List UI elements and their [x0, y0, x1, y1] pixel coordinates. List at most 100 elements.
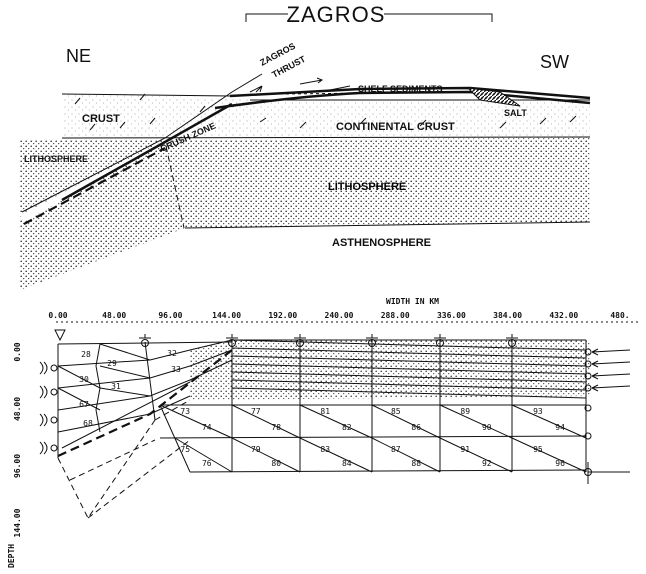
cross-section: ZAGROS NE SW ZAGROS THRUST SHELF SEDIMEN…: [20, 2, 590, 290]
element-number: 87: [391, 445, 401, 454]
roller-base-icon: [434, 334, 446, 338]
side-spring-icon: [40, 442, 47, 454]
right-support-line: [588, 462, 630, 484]
load-arrow-icon: [592, 349, 630, 355]
element-number: 89: [460, 407, 470, 416]
y-axis-title: DEPTH: [7, 544, 16, 568]
element-number: 85: [391, 407, 401, 416]
zagros-title: ZAGROS: [287, 2, 386, 27]
mesh-line: [232, 438, 300, 472]
load-arrow-icon: [592, 373, 630, 379]
element-number: 31: [111, 382, 121, 391]
element-number: 92: [482, 459, 492, 468]
element-number: 33: [171, 365, 181, 374]
fem-model: WIDTH IN KM 0.00 48.00 96.00 144.00 192.00 24…: [7, 297, 640, 568]
x-tick-label: 144.00: [212, 311, 241, 320]
x-tick-label: 240.00: [325, 311, 354, 320]
x-tick-label: 432.00: [549, 311, 578, 320]
roller-base-icon: [294, 334, 306, 338]
x-tick-label: 0.00: [48, 311, 67, 320]
y-tick-label: 48.00: [13, 397, 22, 421]
element-number: 90: [482, 423, 492, 432]
label-crust: CRUST: [82, 113, 120, 125]
direction-ne: NE: [66, 46, 91, 66]
side-roller-icon: [51, 417, 57, 423]
label-salt: SALT: [504, 108, 527, 118]
y-axis-ticks: 0.00 48.00 96.00 144.00: [13, 342, 22, 537]
x-tick-label: 288.00: [381, 311, 410, 320]
x-tick-label: 336.00: [437, 311, 466, 320]
element-number: 93: [533, 407, 543, 416]
side-spring-icon: [40, 362, 47, 374]
x-axis-title: WIDTH IN KM: [386, 297, 439, 306]
element-number: 67: [79, 400, 89, 409]
element-number: 81: [320, 407, 330, 416]
label-lithosphere-right: LITHOSPHERE: [328, 181, 406, 193]
roller-base-icon: [226, 334, 238, 338]
mesh-line: [160, 436, 586, 438]
slab-dashed-lines: [58, 400, 190, 518]
mesh-line: [100, 344, 150, 360]
mesh-line: [100, 388, 150, 396]
element-number: 86: [411, 423, 421, 432]
x-axis-ticks: 0.00 48.00 96.00 144.00 192.00 240.00 288.00 33…: [48, 311, 629, 320]
element-number: 78: [271, 423, 281, 432]
x-tick-label: 48.00: [102, 311, 126, 320]
label-continental-crust: CONTINENTAL CRUST: [336, 121, 455, 133]
label-shelf-sediments: SHELF SEDIMENTS: [358, 84, 443, 94]
mesh-line: [300, 438, 372, 472]
element-number: 96: [555, 459, 565, 468]
side-roller-icon: [51, 445, 57, 451]
element-number: 91: [460, 445, 470, 454]
roller-base-icon: [366, 334, 378, 338]
label-lithosphere-left: LITHOSPHERE: [24, 154, 88, 164]
mesh-line: [300, 405, 372, 438]
element-number: 73: [180, 407, 190, 416]
element-number: 94: [555, 423, 565, 432]
roller-base-icon: [506, 334, 518, 338]
pin-support-icon: [55, 330, 65, 340]
element-number: 88: [411, 459, 421, 468]
y-tick-label: 96.00: [13, 454, 22, 478]
mesh-line: [440, 438, 512, 472]
mesh-line: [372, 405, 440, 438]
element-number: 77: [251, 407, 261, 416]
mesh-line: [512, 405, 586, 438]
mesh-line: [160, 405, 232, 438]
element-number: 28: [81, 350, 91, 359]
side-roller-icon: [51, 365, 57, 371]
element-number: 82: [342, 423, 352, 432]
side-spring-icon: [40, 386, 47, 398]
element-number: 30: [79, 375, 89, 384]
element-number: 68: [83, 419, 93, 428]
mesh-line: [440, 405, 512, 438]
x-tick-label: 384.00: [493, 311, 522, 320]
label-asthenosphere: ASTHENOSPHERE: [332, 237, 431, 249]
element-number: 32: [167, 349, 177, 358]
element-number: 76: [202, 459, 212, 468]
side-roller-icon: [51, 389, 57, 395]
mesh-line: [145, 342, 155, 420]
x-tick-label: 480.: [610, 311, 629, 320]
element-number: 29: [107, 359, 117, 368]
mesh-line: [512, 438, 586, 472]
mesh-line: [232, 405, 300, 438]
side-spring-icon: [40, 414, 47, 426]
mesh-line: [190, 470, 586, 472]
element-number: 75: [180, 445, 190, 454]
load-arrow-icon: [592, 361, 630, 367]
y-tick-label: 144.00: [13, 508, 22, 537]
mesh-line: [372, 438, 440, 472]
element-number: 79: [251, 445, 261, 454]
load-arrow-icon: [592, 385, 630, 391]
element-number: 74: [202, 423, 212, 432]
x-tick-label: 96.00: [158, 311, 182, 320]
direction-sw: SW: [540, 52, 569, 72]
roller-base-icon: [139, 334, 151, 338]
element-number: 84: [342, 459, 352, 468]
element-number: 80: [271, 459, 281, 468]
x-tick-label: 192.00: [268, 311, 297, 320]
element-number: 95: [533, 445, 543, 454]
y-tick-label: 0.00: [13, 342, 22, 361]
